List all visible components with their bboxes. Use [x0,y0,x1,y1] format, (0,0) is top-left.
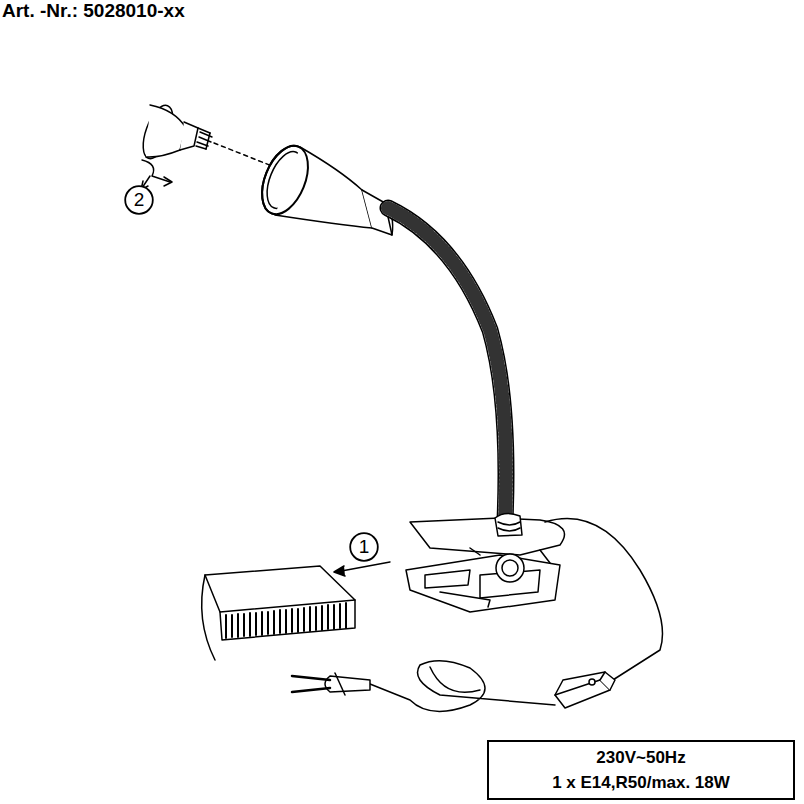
spec-box: 230V~50Hz1 x E14,R50/max. 18W [487,740,795,800]
clip [406,513,565,612]
callout-number: 2 [134,189,145,211]
assembly-line [214,143,272,166]
gooseneck [388,208,506,520]
clip-arrow [334,562,390,576]
rotation-arrow [141,160,172,190]
plug [292,673,370,695]
callout-number: 1 [359,536,370,558]
cable [370,518,663,711]
lamp-shade [253,139,393,235]
article-number: Art. -Nr.: 5028010-xx [2,0,185,22]
bulb [137,102,212,163]
table-edge [202,566,355,660]
switch [555,672,615,708]
callout-circle: 1 [349,532,379,562]
spec-text: 1 x E14,R50/max. 18W [499,770,783,795]
callout-circle: 2 [124,185,154,215]
spec-text: 230V~50Hz [499,745,783,770]
